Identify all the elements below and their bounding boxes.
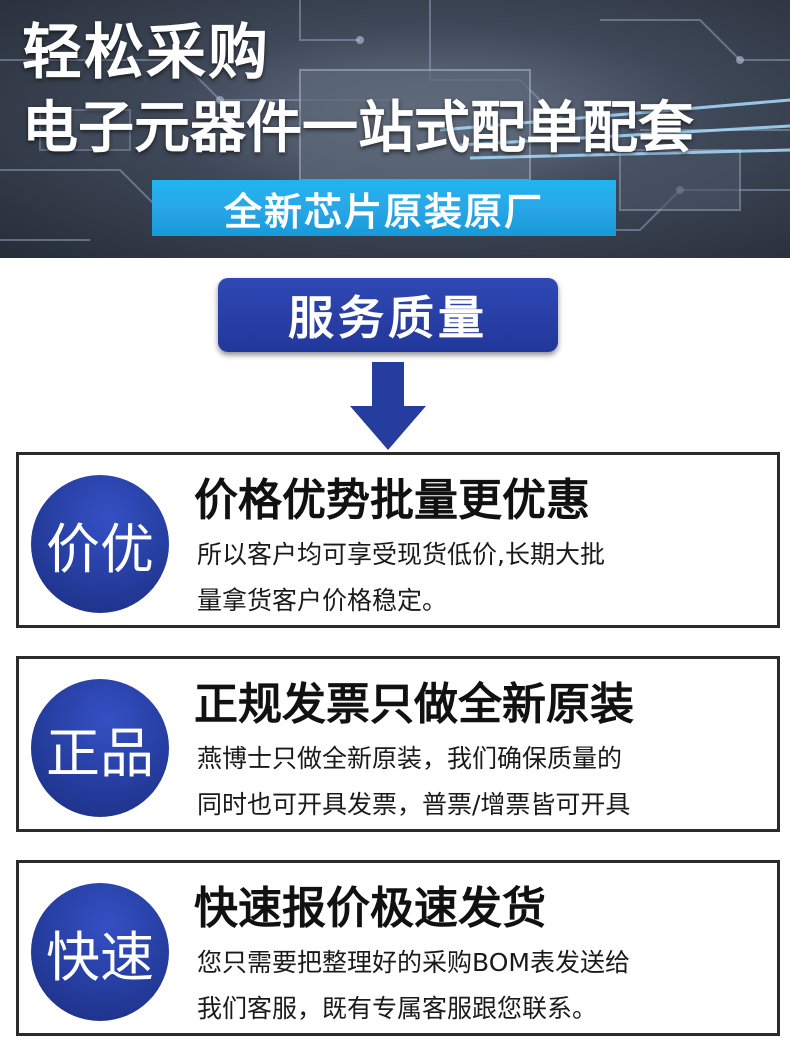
hero-subtitle: 电子元器件一站式配单配套	[22, 96, 694, 161]
card-description-line: 我们客服，既有专属客服跟您联系。	[197, 994, 598, 1023]
card-description-line: 您只需要把整理好的采购BOM表发送给	[197, 948, 630, 977]
card-description-line: 所以客户均可享受现货低价,长期大批	[197, 540, 605, 569]
card-heading: 正规发票只做全新原装	[194, 679, 634, 730]
genuine-badge-circle: 正品	[31, 679, 169, 817]
card-description-line: 同时也可开具发票，普票/增票皆可开具	[197, 790, 631, 819]
card-description-line: 量拿货客户价格稳定。	[197, 586, 448, 615]
arrow-down-icon	[350, 362, 426, 450]
fast-delivery-card: 快速 快速报价极速发货 您只需要把整理好的采购BOM表发送给 我们客服，既有专属…	[16, 860, 780, 1036]
price-advantage-card: 价优 价格优势批量更优惠 所以客户均可享受现货低价,长期大批 量拿货客户价格稳定…	[16, 452, 780, 628]
hero-banner: 轻松采购 电子元器件一站式配单配套 全新芯片原装原厂	[0, 0, 790, 258]
hero-title: 轻松采购	[22, 18, 270, 88]
card-description-line: 燕博士只做全新原装，我们确保质量的	[197, 744, 623, 773]
hero-badge: 全新芯片原装原厂	[152, 180, 616, 236]
card-heading: 价格优势批量更优惠	[194, 475, 590, 526]
service-quality-badge: 服务质量	[218, 278, 558, 352]
circuit-board-background	[0, 0, 790, 241]
card-heading: 快速报价极速发货	[194, 883, 546, 934]
fast-badge-circle: 快速	[31, 883, 169, 1021]
price-badge-circle: 价优	[31, 475, 169, 613]
genuine-product-card: 正品 正规发票只做全新原装 燕博士只做全新原装，我们确保质量的 同时也可开具发票…	[16, 656, 780, 832]
